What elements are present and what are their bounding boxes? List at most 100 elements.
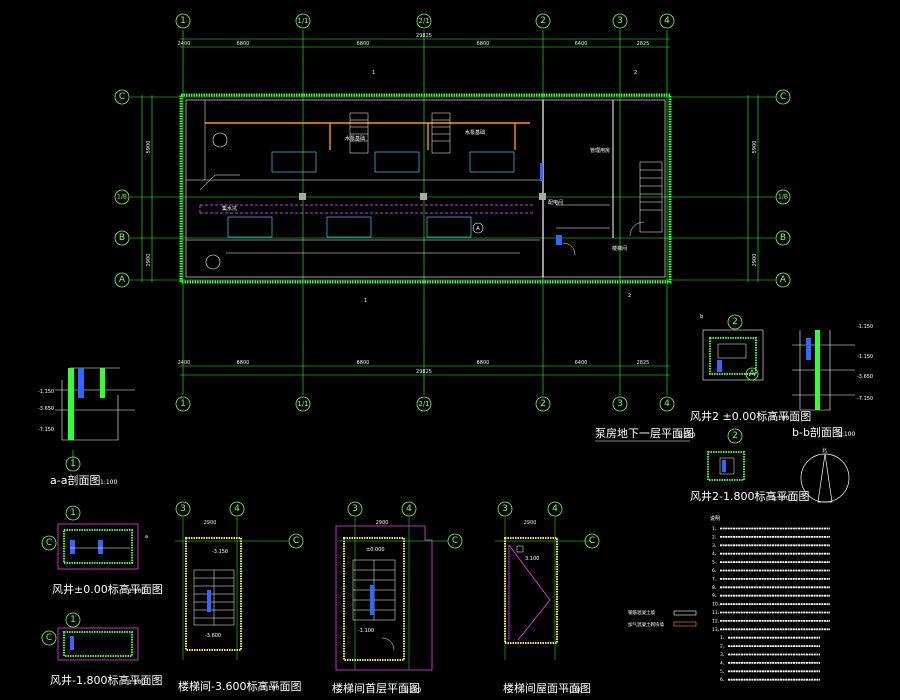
- stair-plan-3: 3 4 C 2900 3.100 楼梯间屋面平面图 1:100: [495, 501, 600, 695]
- shaft1-tag: a: [145, 534, 148, 540]
- stair2-level-1: ±0.000: [366, 547, 385, 553]
- grid-top-4: 2: [540, 16, 546, 26]
- note-line: 5、: [720, 669, 727, 675]
- stair2-grid-c: C: [452, 536, 458, 546]
- room-label-pump-base-1: 水泵基础: [345, 135, 365, 142]
- section-aa: 1 -1.150 -3.650 -7.150 a-a剖面图 1:100: [38, 367, 135, 487]
- note-line: 2、: [712, 534, 719, 540]
- stair1-dim: 2900: [204, 520, 217, 526]
- shaft2-upper-plan: 2 A b 风井2 ±0.00标高平面图 1:100: [690, 314, 811, 423]
- note-line: 7、: [712, 576, 719, 582]
- room-label-electrical: 配电间: [548, 199, 563, 206]
- legend-item-2: 加气混凝土砌块墙: [628, 621, 664, 628]
- section-mark-bottom-1: 1: [364, 298, 367, 304]
- dim-bottom-seg-1: 2400: [178, 360, 191, 366]
- shaft2-lower-grid: 2: [732, 431, 738, 441]
- section-mark-top-1: 1: [372, 70, 375, 76]
- stair1-scale: 1:100: [262, 685, 279, 692]
- grid-bottom-4: 2: [540, 399, 546, 409]
- bb-title: b-b剖面图: [792, 425, 843, 439]
- shaft2-lower-title: 风井2-1.800标高平面图: [690, 489, 809, 503]
- shaft2-grid-b: A: [749, 369, 756, 379]
- note-line: 1、: [712, 526, 719, 532]
- bb-level-3: -3.650: [857, 374, 873, 380]
- dim-left-2: 2900: [146, 254, 152, 267]
- dim-bottom-seg-2: 6800: [237, 360, 250, 366]
- grid-bottom-3: 2/1: [418, 400, 429, 408]
- note-line: 9、: [712, 593, 719, 599]
- aa-level-1: -1.150: [38, 389, 54, 395]
- aa-level-3: -7.150: [38, 427, 54, 433]
- stair3-level-1: 3.100: [525, 556, 539, 562]
- stair3-grid-b: 4: [552, 504, 558, 514]
- stair3-grid-a: 3: [502, 504, 508, 514]
- note-line: 10、: [712, 602, 722, 608]
- shaft2-upper-scale: 1:100: [772, 415, 789, 422]
- room-label-pump-base-2: 水泵基础: [465, 129, 485, 136]
- grid-right-a: A: [780, 275, 787, 285]
- grid-bottom-6: 4: [664, 399, 670, 409]
- dim-bottom-seg-3: 6800: [357, 360, 370, 366]
- aa-scale: 1:100: [100, 479, 117, 486]
- note-line: 6、: [720, 677, 727, 683]
- north-arrow: 北: [800, 447, 850, 503]
- main-plan-title: 泵房地下一层平面图: [595, 427, 694, 440]
- section-bb: -1.150 -1.150 -3.650 -7.150 b-b剖面图 1:100: [792, 324, 873, 439]
- bb-scale: 1:100: [838, 431, 855, 438]
- stair2-dim: 2900: [376, 520, 389, 526]
- dim-top-seg-5: 6400: [575, 41, 588, 47]
- legend-item-1: 钢筋混凝土墙: [628, 609, 655, 616]
- shaft1-lower-scale: 1:100: [128, 679, 145, 686]
- stair-plan-2: 3 4 C 2900 ±0.000 -1.100 楼梯间首层平面图 1:100: [332, 501, 463, 695]
- note-line: 8、: [712, 585, 719, 591]
- section-mark-top-2: 2: [634, 70, 637, 76]
- main-plan: A 1 1/1 2/1 2 3 4 1 1/1 2/1 2 3 4 C 1/B …: [114, 13, 791, 442]
- svg-text:A: A: [476, 226, 480, 232]
- shaft1-grid-b: C: [46, 538, 52, 548]
- stair1-title: 楼梯间-3.600标高平面图: [178, 679, 301, 693]
- stair-plan-1: 3 4 C 2900 -3.150 -3.600 楼梯间-3.600标高平面图 …: [175, 501, 304, 693]
- bb-level-1: -1.150: [857, 324, 873, 330]
- legend: 钢筋混凝土墙 加气混凝土砌块墙: [628, 609, 697, 628]
- shaft1-grid-a: 1: [70, 508, 76, 518]
- dim-top-seg-2: 6800: [237, 41, 250, 47]
- dim-top-seg-1: 2400: [178, 41, 191, 47]
- stair2-scale: 1:100: [404, 687, 421, 694]
- notes-heading: 说明: [710, 515, 720, 522]
- grid-left-b: B: [119, 233, 125, 243]
- stair2-grid-b: 4: [406, 504, 412, 514]
- grid-left-a: A: [119, 275, 126, 285]
- note-line: 3、: [712, 543, 719, 549]
- note-line: 3、: [720, 652, 727, 658]
- grid-right-b: B: [780, 233, 786, 243]
- shaft2-grid-a: 2: [732, 317, 738, 327]
- note-line: 13、: [712, 627, 722, 633]
- grid-bottom-1: 1: [180, 399, 186, 409]
- shaft2-lower-plan: 2 风井2-1.800标高平面图 1:100: [690, 428, 809, 503]
- notes: 说明 1、2、3、4、5、6、7、8、9、10、11、12、13、1、2、3、4…: [710, 515, 830, 683]
- section-mark-bottom-2: 2: [628, 293, 631, 299]
- dim-right-2: 2900: [752, 254, 758, 267]
- shaft2-upper-title: 风井2 ±0.00标高平面图: [690, 409, 811, 423]
- main-plan-scale: 1:100: [678, 432, 695, 439]
- dim-right-1: 5900: [752, 141, 758, 154]
- stair1-level-1: -3.150: [212, 549, 228, 555]
- grid-bubbles-top: [175, 13, 675, 412]
- room-label-management: 管理用房: [590, 147, 610, 154]
- dim-top-seg-6: 2825: [637, 41, 650, 47]
- note-line: 2、: [720, 644, 727, 650]
- stair2-grid-a: 3: [352, 504, 358, 514]
- stair2-title: 楼梯间首层平面图: [332, 681, 420, 695]
- grid-top-3: 2/1: [418, 17, 429, 25]
- note-line: 5、: [712, 560, 719, 566]
- dim-top-seg-3: 6800: [357, 41, 370, 47]
- grid-left-c: C: [119, 92, 125, 102]
- grid-right-1b: 1/B: [778, 194, 788, 201]
- note-line: 1、: [720, 635, 727, 641]
- note-line: 12、: [712, 618, 722, 624]
- stair3-grid-c: C: [589, 536, 595, 546]
- aa-title: a-a剖面图: [50, 473, 100, 487]
- stair3-scale: 1:100: [565, 687, 582, 694]
- grid-bottom-5: 3: [617, 399, 623, 409]
